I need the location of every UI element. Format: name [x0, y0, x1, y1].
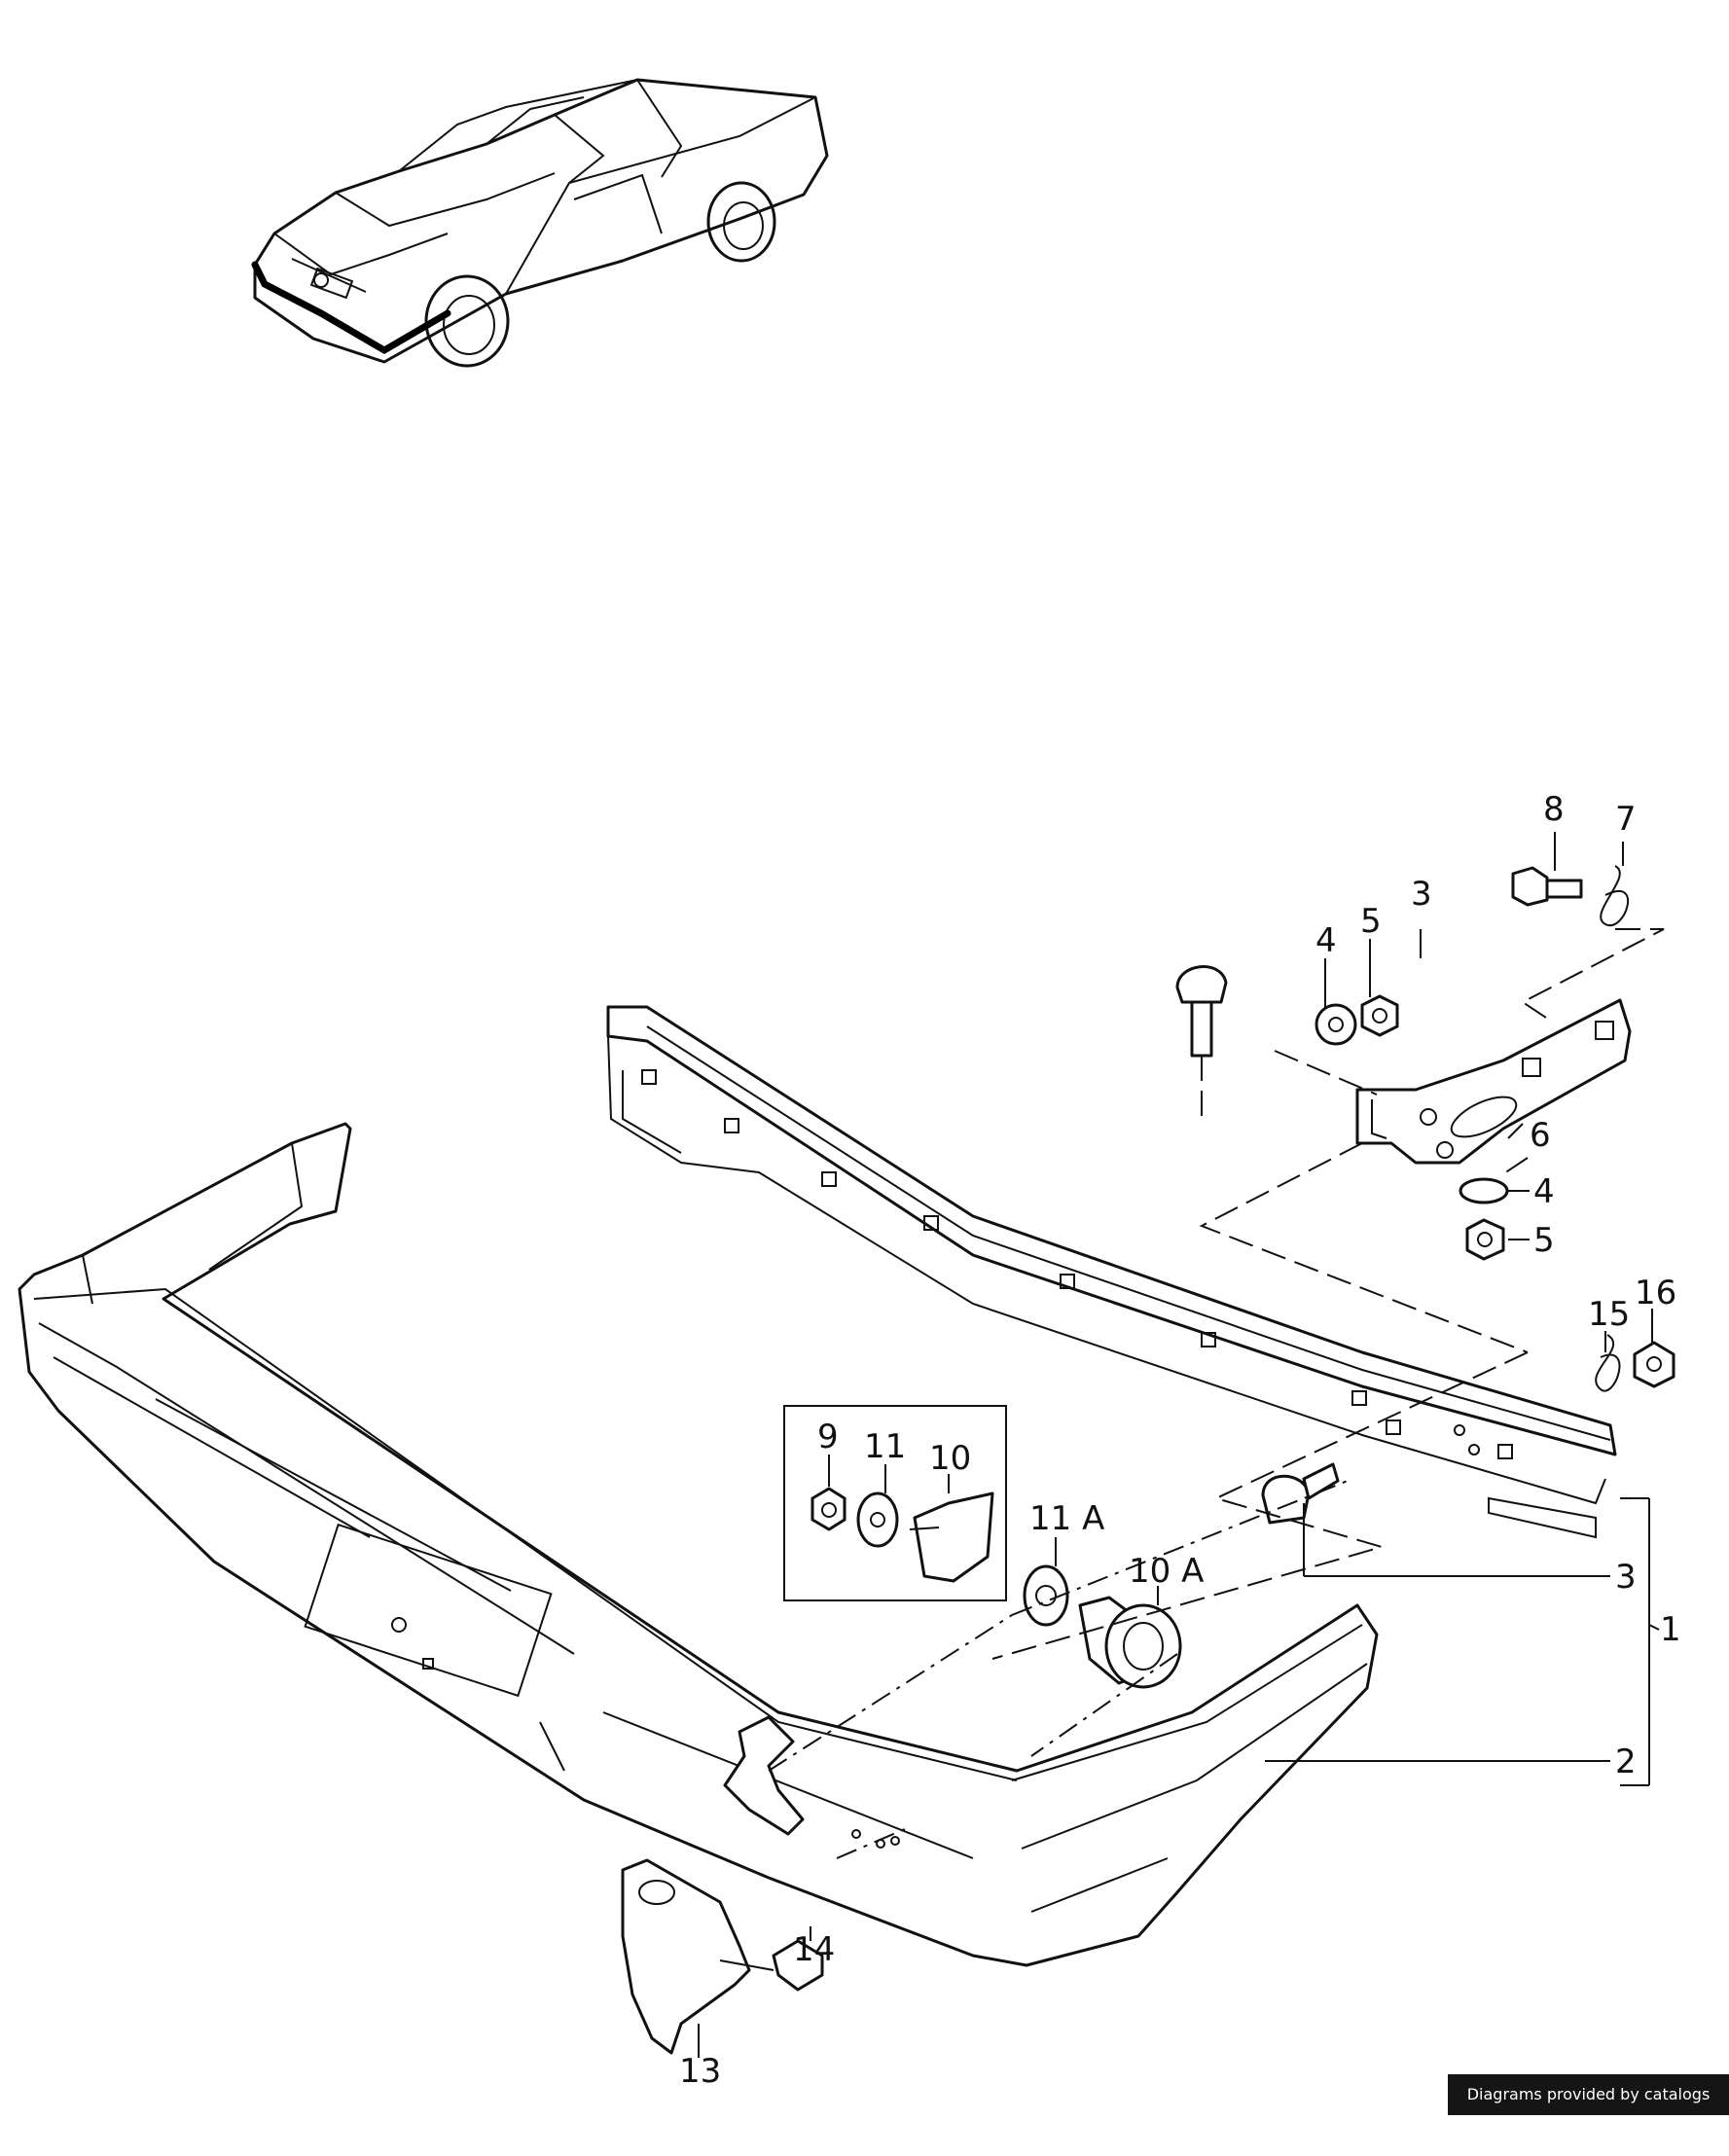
callout-3-top: 3	[1411, 875, 1432, 914]
clip-10	[913, 1491, 994, 1583]
nut-9	[810, 1487, 846, 1531]
callout-10a: 10 A	[1129, 1552, 1204, 1591]
bolt-8-shank	[1545, 879, 1583, 899]
bumper-bracket	[1355, 998, 1632, 1165]
leader-lines	[698, 832, 1660, 2058]
bumper-cover	[18, 1122, 1379, 1967]
nut-5-upper	[1360, 994, 1399, 1037]
washer-11a	[1023, 1564, 1069, 1627]
clip-15	[1595, 1334, 1621, 1392]
washer-4-lower	[1459, 1177, 1509, 1204]
nut-5-lower	[1465, 1218, 1505, 1261]
callout-2: 2	[1615, 1743, 1637, 1781]
callout-9: 9	[817, 1418, 839, 1456]
spacer-14	[772, 1939, 824, 1992]
callout-16: 16	[1635, 1274, 1676, 1312]
assembly-lines	[768, 928, 1665, 1859]
callout-7: 7	[1615, 800, 1637, 839]
credit-banner: Diagrams provided by catalogs parts	[1448, 2074, 1729, 2144]
callout-11: 11	[864, 1427, 906, 1466]
guard-13	[621, 1858, 751, 2055]
callout-3-bottom: 3	[1615, 1558, 1637, 1597]
washer-4-upper	[1315, 1003, 1357, 1046]
clip-7	[1600, 865, 1630, 927]
bolt-8-head	[1511, 866, 1549, 907]
bumper-carrier-beam	[606, 1005, 1617, 1539]
callout-10: 10	[929, 1439, 971, 1478]
bolt-3-head	[1175, 965, 1228, 1004]
callout-4-bottom: 4	[1533, 1172, 1555, 1211]
callout-11a: 11 A	[1029, 1499, 1104, 1538]
callout-1: 1	[1660, 1610, 1681, 1649]
callout-15: 15	[1588, 1295, 1630, 1334]
detail-inset-box	[783, 1405, 1007, 1601]
callout-labels: 8 7 3 5 4 6 4 5 15 16 9 11 10 11 A 10 A …	[679, 790, 1681, 2091]
nut-16	[1633, 1341, 1675, 1388]
washer-11	[856, 1491, 899, 1548]
fasteners-group	[1175, 865, 1675, 1525]
callout-8: 8	[1543, 790, 1565, 829]
callout-5-bottom: 5	[1533, 1221, 1555, 1260]
callout-13: 13	[679, 2052, 721, 2091]
bolt-3-lower-shank	[1302, 1462, 1340, 1500]
callout-14: 14	[793, 1930, 835, 1969]
bolt-3-shank	[1190, 1000, 1213, 1058]
clip-10a	[1078, 1596, 1182, 1689]
car-overview-illustration	[251, 78, 829, 368]
callout-5-top: 5	[1360, 902, 1382, 941]
callout-6: 6	[1530, 1116, 1551, 1155]
bolt-3-lower-head	[1261, 1474, 1311, 1525]
guard-and-bolt	[621, 1858, 824, 2055]
callout-4-top: 4	[1315, 921, 1337, 960]
